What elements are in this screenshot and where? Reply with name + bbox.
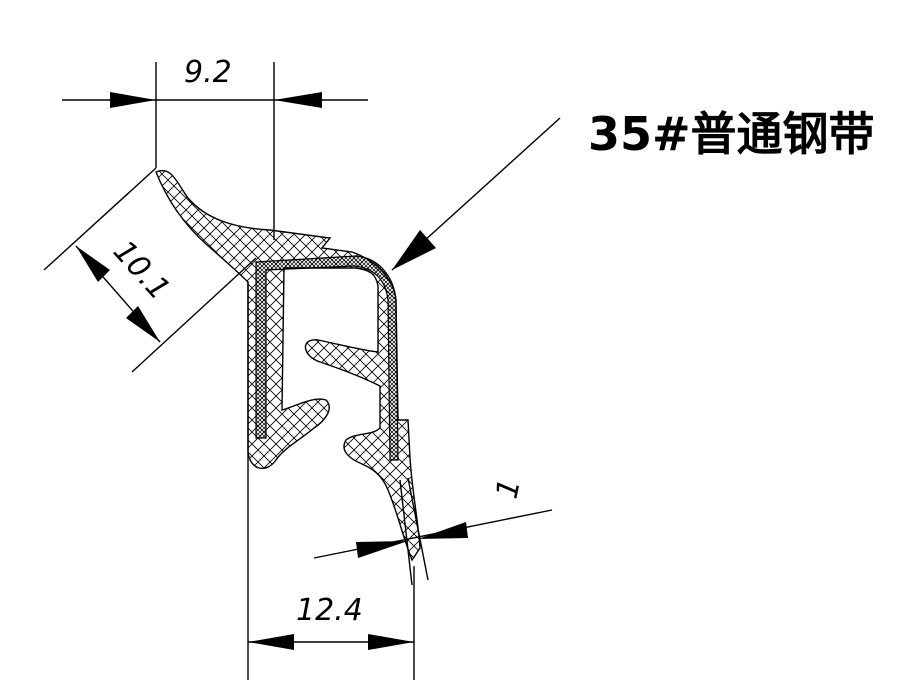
dimension-thickness-label: 1 <box>490 476 528 502</box>
arrowhead-left <box>110 92 156 108</box>
arrowhead-lower <box>126 306 160 342</box>
callout-arrowhead <box>392 230 436 270</box>
steel-band-callout: 35#普通钢带 <box>391 107 875 271</box>
dimension-thickness: 1 <box>313 476 553 586</box>
dimension-lip: 10.1 <box>43 167 257 373</box>
arrowhead-right <box>274 92 322 108</box>
arrowhead-thickness-left <box>356 541 408 558</box>
arrowhead-bottom-left <box>248 634 294 650</box>
arrowhead-thickness-right <box>418 522 468 539</box>
dimension-lip-label: 10.1 <box>106 234 177 307</box>
rubber-profile <box>155 169 421 562</box>
steel-band-label: 35#普通钢带 <box>588 107 875 161</box>
dimension-bottom-label: 12.4 <box>296 593 363 628</box>
dimension-bottom: 12.4 <box>247 282 415 680</box>
arrowhead-bottom-right <box>368 634 414 650</box>
dimension-top-label: 9.2 <box>184 55 232 90</box>
dimension-top: 9.2 <box>62 55 368 240</box>
arrowhead-upper <box>76 246 110 282</box>
steel-band <box>255 255 399 461</box>
